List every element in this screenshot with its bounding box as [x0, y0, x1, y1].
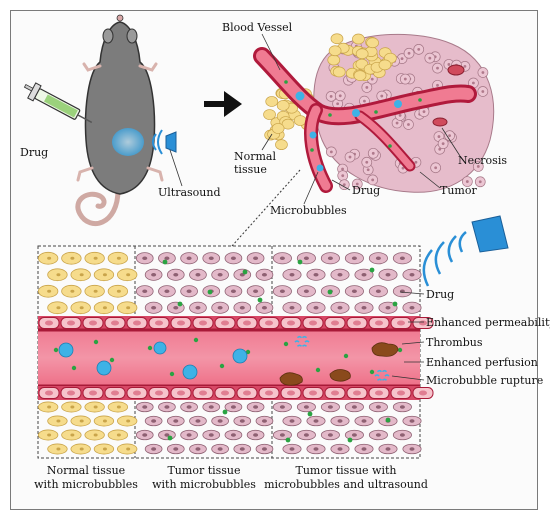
drug-dot	[283, 341, 289, 347]
fat-cell	[276, 100, 290, 111]
drug-dot	[327, 289, 333, 295]
drug-dot	[315, 367, 321, 373]
mouse-illustration	[75, 14, 164, 226]
microbubble	[58, 342, 74, 358]
thrombus-label: Thrombus	[426, 336, 483, 349]
bubble-fragment	[376, 369, 383, 373]
bubble-fragment	[294, 340, 300, 343]
bubble-fragment	[374, 374, 380, 377]
drug-dot	[109, 357, 115, 363]
bubble-fragment	[384, 374, 390, 377]
drug-dot	[53, 347, 59, 353]
microbubble	[232, 348, 248, 364]
fat-cell	[275, 139, 288, 150]
enhanced-perfusion-label: Enhanced perfusion	[426, 356, 538, 369]
drug-dot	[193, 337, 199, 343]
drug-dot	[257, 297, 263, 303]
fat-cell	[353, 70, 367, 81]
fat-cell	[265, 96, 279, 107]
drug-dot	[245, 349, 251, 355]
syringe-icon	[23, 82, 93, 124]
drug-dot	[147, 345, 153, 351]
fat-cell	[327, 54, 341, 66]
caption-normal-line2: with microbubbles	[34, 478, 138, 491]
drug-dot	[242, 269, 248, 275]
right-arrow-icon	[204, 91, 242, 117]
ultrasound-transducer-icon	[422, 215, 509, 287]
fat-cell	[330, 33, 344, 45]
thrombus	[371, 342, 399, 357]
caption-ultrasound-line2: microbubbles and ultrasound	[264, 478, 428, 491]
drug-dot	[169, 371, 175, 377]
thrombus	[279, 372, 303, 386]
drug-dot	[392, 301, 398, 307]
fat-cell	[281, 118, 295, 130]
drug-dot	[177, 301, 183, 307]
caption-tumor-line2: with microbubbles	[152, 478, 256, 491]
bubble-fragment	[301, 344, 308, 347]
drug-dot	[369, 267, 375, 273]
bubble-fragment	[296, 344, 303, 347]
normal-tissue-label-line1: Normal	[234, 150, 276, 163]
bubble-fragment	[296, 335, 303, 339]
bubble-fragment	[301, 335, 308, 339]
microbubble	[153, 341, 167, 355]
drug-dot	[369, 369, 375, 375]
drug-label-right: Drug	[426, 288, 454, 301]
fat-cell	[352, 33, 365, 45]
caption-tumor-line1: Tumor tissue	[167, 464, 240, 477]
bubble-fragment	[381, 378, 388, 381]
bubble-fragment	[381, 369, 388, 373]
caption-ultrasound-line1: Tumor tissue with	[296, 464, 397, 477]
fat-cell	[355, 48, 369, 60]
drug-dot	[385, 417, 391, 423]
zoom-callout-line	[231, 169, 301, 247]
drug-dot	[207, 289, 213, 295]
tumor-label: Tumor	[440, 184, 477, 197]
drug-label-left: Drug	[20, 146, 48, 159]
fat-cell	[366, 37, 379, 49]
drug-dot	[397, 347, 403, 353]
drug-dot	[71, 365, 77, 371]
drug-dot	[285, 437, 291, 443]
blood-vessel-label: Blood Vessel	[222, 21, 293, 34]
drug-dot	[347, 437, 353, 443]
thrombus	[329, 369, 351, 382]
normal-tissue-label-line2: tissue	[234, 163, 267, 176]
tissue-illustration	[253, 33, 495, 193]
fat-cell	[263, 109, 276, 120]
bubble-fragment	[304, 340, 310, 343]
fat-cell	[328, 45, 342, 57]
zoom-panel	[37, 245, 434, 459]
drug-dot	[219, 363, 225, 369]
ultrasound-label: Ultrasound	[158, 186, 221, 199]
drug-dot	[222, 409, 228, 415]
fat-cell	[332, 66, 346, 78]
bubble-fragment	[376, 378, 383, 381]
ultrasound-probe-icon	[152, 129, 183, 187]
drug-dot	[93, 339, 99, 345]
microbubble-rupture-label: Microbubble rupture	[426, 374, 543, 387]
fat-cell	[271, 123, 285, 134]
caption-normal-line1: Normal tissue	[47, 464, 125, 477]
drug-dot	[167, 435, 173, 441]
enhanced-permeability-label: Enhanced permeability	[426, 316, 550, 329]
fat-cell	[293, 115, 307, 126]
drug-label-mid: Drug	[352, 184, 380, 197]
microbubbles-label: Microbubbles	[270, 204, 347, 217]
drug-dot	[162, 259, 168, 265]
microbubble	[182, 364, 198, 380]
necrosis-label: Necrosis	[458, 154, 507, 167]
drug-dot	[297, 259, 303, 265]
fat-cell	[378, 59, 392, 71]
microbubble	[96, 360, 112, 376]
drug-dot	[343, 353, 349, 359]
drug-dot	[307, 411, 313, 417]
